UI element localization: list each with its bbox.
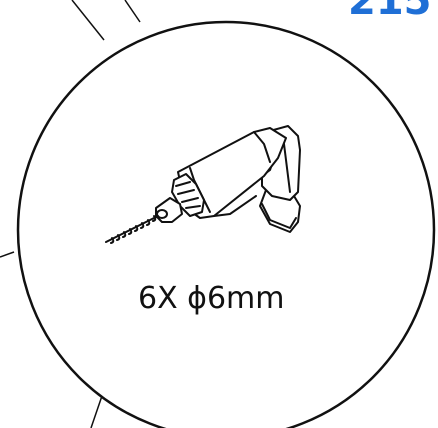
drill-body-underside [213, 195, 257, 217]
leader-line-top [124, 0, 141, 23]
step-number-partial: 215 [348, 0, 432, 24]
drill-chuck-rings [175, 181, 201, 209]
leader-line-top-left [71, 0, 105, 41]
electric-drill-icon [155, 125, 301, 233]
drill-nose-tip [156, 209, 168, 219]
battery-pack-ridge [261, 203, 297, 229]
drill-body-rear-edge [253, 131, 271, 163]
detail-callout-circle [16, 20, 436, 428]
leader-line-left [0, 251, 15, 258]
quantity-spec-label: 6X ϕ6mm [138, 281, 285, 316]
drill-bit-icon [105, 215, 159, 244]
drill-bit-flutes [110, 215, 157, 244]
